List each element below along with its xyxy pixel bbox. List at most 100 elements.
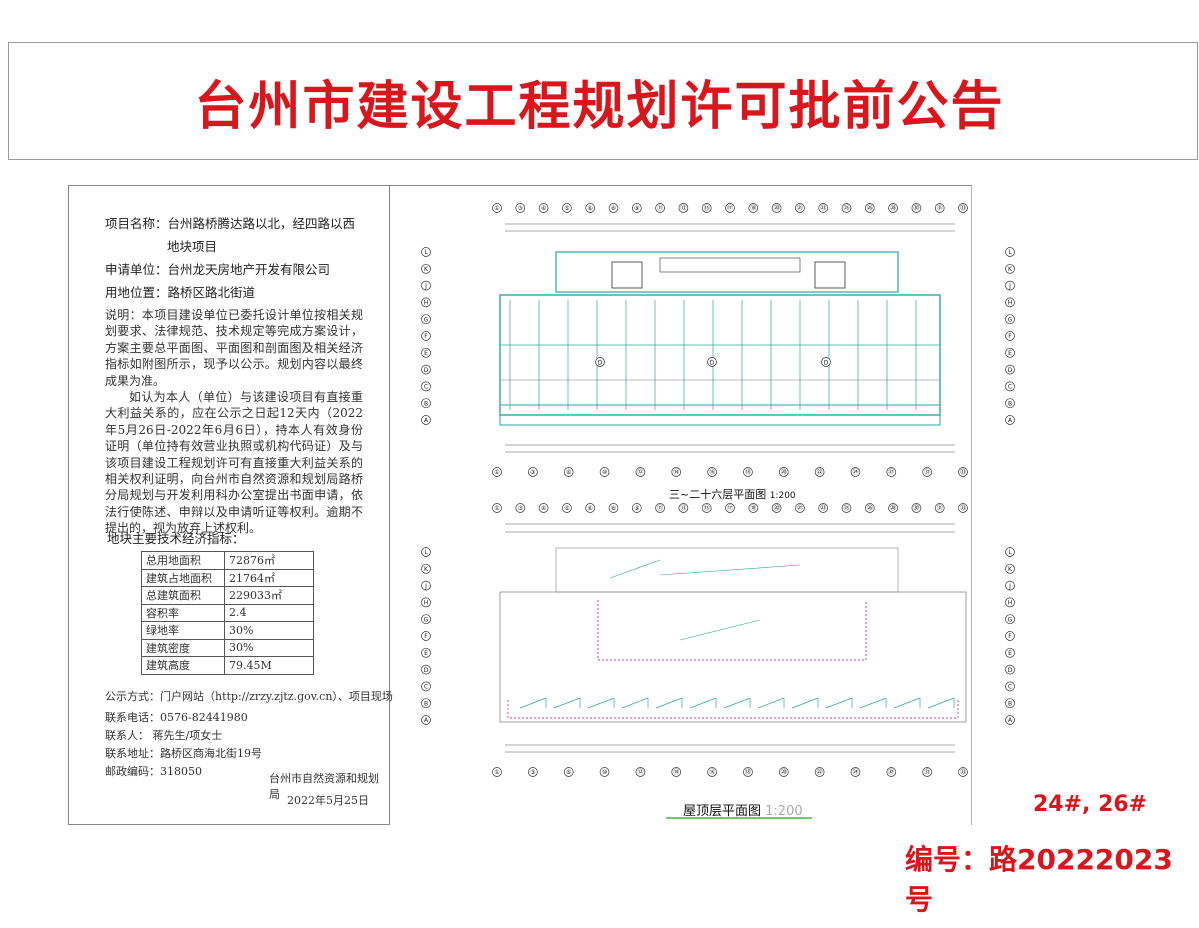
plan2-left-axis-bubble: [421, 681, 431, 692]
unit-marker: [707, 357, 717, 367]
plan1-right-axis-bubble: [1005, 415, 1015, 425]
plan2-right-axis-bubble: [1005, 614, 1015, 625]
plan2-top-axis-bubble: [748, 503, 759, 513]
plan2-bottom-axis-bubble: [778, 767, 789, 777]
plan2-top-axis-label: ⑰: [727, 504, 733, 512]
plan2-right-axis-label: C: [1008, 684, 1012, 691]
roof-slope: [553, 697, 581, 709]
plan1-bottom-axis-label: ⑳: [781, 468, 787, 476]
plan2-left-axis-bubble: [421, 698, 431, 709]
roof-slope: [859, 697, 887, 709]
plan2-right-axis-bubble: [1005, 698, 1015, 709]
project-name-line2: 地块项目: [167, 239, 218, 254]
plan2-right-axis-label: A: [1008, 717, 1013, 724]
plan2-top-axis-bubble: [631, 503, 642, 513]
plan1-right-axis-bubble: [1005, 263, 1015, 274]
plan1-right-axis-bubble: [1005, 331, 1015, 341]
plan1-top-axis-label: ㉚: [913, 204, 919, 212]
plan1-left-axis-bubble: [421, 415, 431, 425]
plan1-top-axis-label: ㉘: [890, 204, 896, 212]
plan2-top-axis-label: ④: [541, 505, 546, 512]
roof-slope: [655, 697, 683, 709]
plan2-top-axis-label: ⑱: [750, 504, 756, 512]
plan2-left-axis-label: C: [424, 684, 428, 691]
plan1-right-axis-label: J: [1008, 283, 1011, 290]
plan1-bottom-axis-label: ⑭: [673, 468, 679, 476]
plan1-top-axis-label: ㉝: [960, 204, 966, 212]
plan1-left-axis-label: L: [424, 249, 428, 256]
roof-outline: [499, 591, 967, 723]
indicator-name: 建筑高度: [141, 656, 225, 675]
plan2-bottom-axis-label: ①: [494, 769, 499, 776]
plan1-top-axis-bubble: [725, 203, 735, 213]
plan1-top-axis-bubble: [864, 203, 875, 213]
plan2-top-axis-bubble: [562, 503, 572, 513]
plan2-bottom-axis-bubble: [707, 767, 717, 777]
plan1-left-axis-label: G: [424, 316, 429, 323]
plan1-top-axis-bubble: [678, 203, 689, 213]
plan2-left-axis-bubble: [421, 647, 431, 658]
plan1-left-axis-label: E: [424, 350, 428, 357]
plan2-right-axis-label: G: [1008, 616, 1013, 623]
plan2-left-axis-label: J: [424, 583, 427, 590]
plan2-left-axis-bubble: [421, 597, 431, 608]
plan2-left-axis-bubble: [421, 563, 431, 574]
plan2-right-axis-bubble: [1005, 715, 1015, 725]
applicant-value: 台州龙天房地产开发有限公司: [167, 262, 331, 277]
plan2-right-axis-bubble: [1005, 580, 1015, 591]
plan2-right-axis-bubble: [1005, 664, 1015, 675]
plan1-right-axis-label: L: [1008, 249, 1012, 256]
plan2-left-axis-bubble: [421, 547, 431, 557]
parapet-line: [507, 700, 959, 719]
plan1-left-axis-label: H: [424, 300, 429, 307]
plan1-left-axis-bubble: [421, 314, 431, 325]
plan1-bottom-axis-label: ⑯: [709, 468, 715, 476]
plan1-bottom-axis-label: ㉔: [852, 468, 858, 476]
plan1-bottom-axis-label: ⑱: [745, 468, 751, 476]
plan2-top-axis-label: ③: [518, 505, 523, 512]
plan1-top-axis-label: ⑰: [727, 204, 733, 212]
plan1-bottom-axis-label: ⑥: [566, 469, 571, 476]
plan2-top-axis-bubble: [911, 503, 922, 513]
plan2-left-axis-bubble: [421, 715, 431, 725]
applicant-label: 申请单位：: [105, 262, 168, 277]
unit-marker: [595, 357, 605, 367]
applicant: 申请单位：台州龙天房地产开发有限公司: [105, 259, 330, 278]
plan1-left-axis-bubble: [421, 381, 431, 392]
plan1-left-axis-bubble: [421, 331, 431, 341]
publish-method: 公示方式：门户网站（http://zrzy.zjtz.gov.cn）、项目现场: [105, 690, 393, 703]
plan2-top-axis-label: ⑬: [680, 504, 686, 512]
plan1-top-axis-bubble: [911, 203, 922, 213]
plan2-top-axis-bubble: [585, 503, 596, 513]
indicator-value: 30%: [224, 621, 314, 640]
plan1-top-axis-label: ⑨: [634, 205, 639, 212]
plan2-top-axis-bubble: [538, 503, 549, 513]
plan2-right-axis-label: H: [1008, 600, 1013, 607]
plan2-right-axis-bubble: [1005, 681, 1015, 692]
plan1-top-axis-label: ㉕: [843, 204, 849, 212]
plan2-top-axis-label: ⑨: [634, 505, 639, 512]
plan1-top-axis-bubble: [538, 203, 549, 213]
plan2-right-axis-bubble: [1005, 563, 1015, 574]
plan2-top-axis-label: ㉛: [937, 504, 943, 512]
building-number: 24#, 26#: [1033, 792, 1148, 817]
plan1-top-axis-label: ㉛: [937, 204, 943, 212]
plan2-bottom-axis-label: ⑩: [602, 769, 607, 776]
plan1-bottom-axis-bubble: [599, 467, 610, 477]
plan2-bottom-axis-bubble: [635, 767, 646, 777]
plan1-top-axis-label: ⑬: [680, 204, 686, 212]
plan2-top-axis-bubble: [888, 503, 898, 513]
plan2-top-axis-label: ⑥: [588, 505, 593, 512]
plan2-top-axis-bubble: [515, 503, 526, 513]
corridor: [659, 257, 801, 273]
plan2-bottom-axis-label: ㉗: [888, 768, 894, 776]
plan2-top-axis-label: ㉚: [913, 504, 919, 512]
plan2-bottom-axis-label: ③: [530, 769, 535, 776]
roof-slope: [587, 697, 615, 709]
plan1-top-axis-bubble: [655, 203, 665, 213]
plan1-left-axis-label: F: [424, 333, 428, 340]
plan2-bottom-axis-bubble: [492, 767, 502, 777]
description: 说明：本项目建设单位已委托设计单位按相关规划要求、法律规范、技术规定等完成方案设…: [105, 307, 363, 537]
plan1-right-axis-bubble: [1005, 280, 1015, 291]
